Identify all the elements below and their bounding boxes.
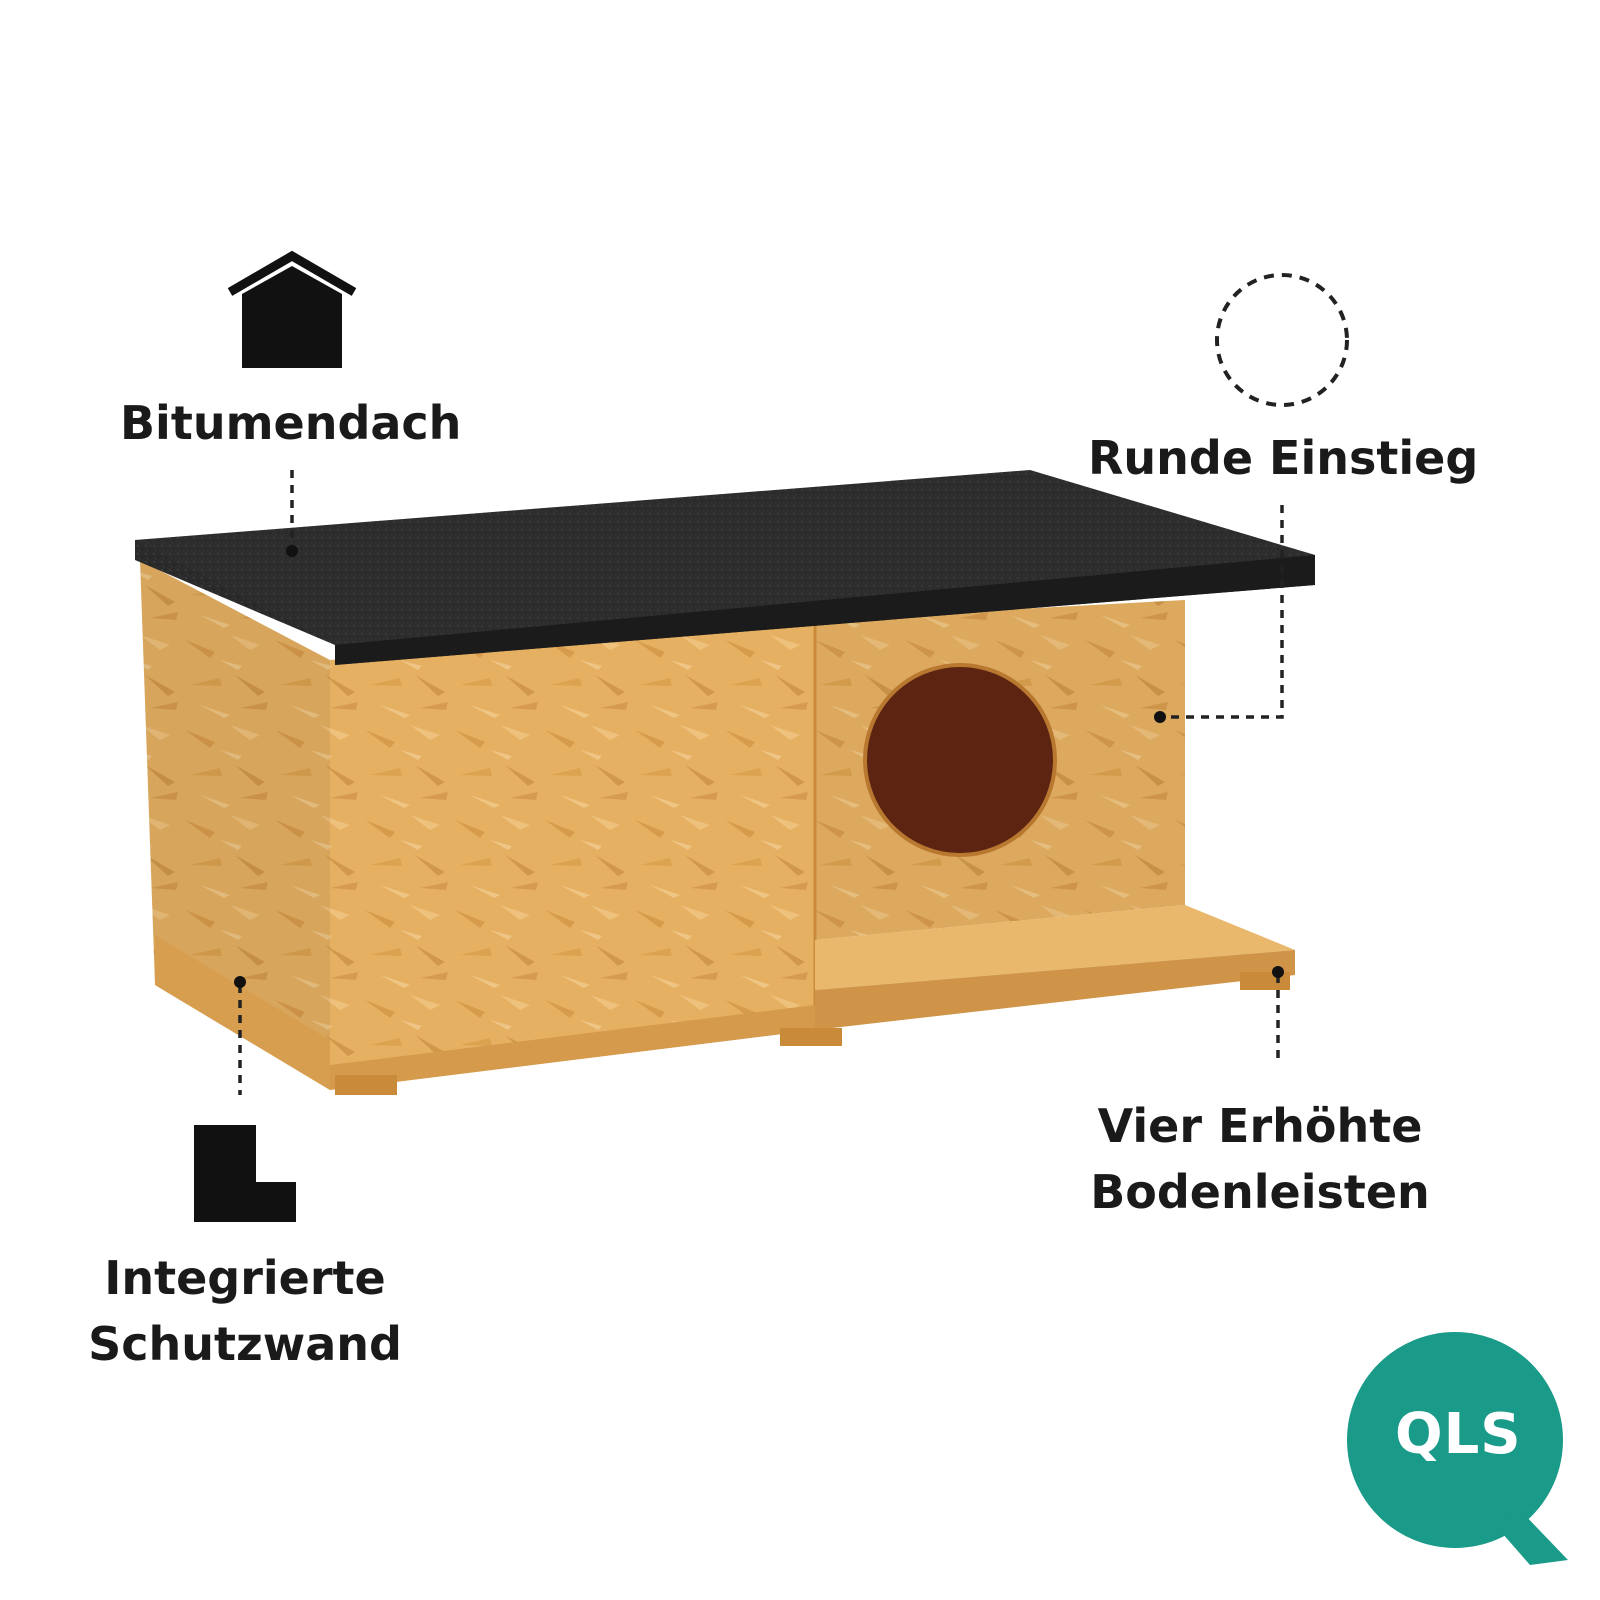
label-feet-line1: Vier Erhöhte: [1097, 1099, 1423, 1153]
leader-lines: [238, 470, 1284, 1095]
label-wall-line2: Schutzwand: [88, 1317, 402, 1371]
bottom-edge-left: [155, 935, 330, 1090]
round-entrance-hole: [865, 665, 1055, 855]
label-floor-battens: Vier Erhöhte Bodenleisten: [1070, 1093, 1450, 1225]
roof-icon: [227, 250, 357, 368]
wall-icon: [194, 1125, 296, 1222]
bitumen-roof: [135, 470, 1315, 665]
floor-batten-left: [335, 1075, 397, 1095]
floor-edge: [815, 950, 1295, 1030]
front-protective-wall: [330, 620, 815, 1090]
floor-batten-middle: [780, 1028, 842, 1046]
brand-logo-text: QLS: [1395, 1402, 1522, 1467]
label-feet-line2: Bodenleisten: [1090, 1165, 1430, 1219]
leader-dots: [234, 545, 1284, 988]
brand-logo: [1347, 1332, 1568, 1565]
label-protective-wall: Integrierte Schutzwand: [60, 1245, 430, 1377]
label-roof: Bitumendach: [120, 396, 462, 450]
label-wall-line1: Integrierte: [104, 1251, 386, 1305]
floor-platform: [815, 905, 1295, 990]
dashed-circle-icon: [1215, 273, 1349, 407]
label-entrance: Runde Einstieg: [1088, 431, 1479, 485]
